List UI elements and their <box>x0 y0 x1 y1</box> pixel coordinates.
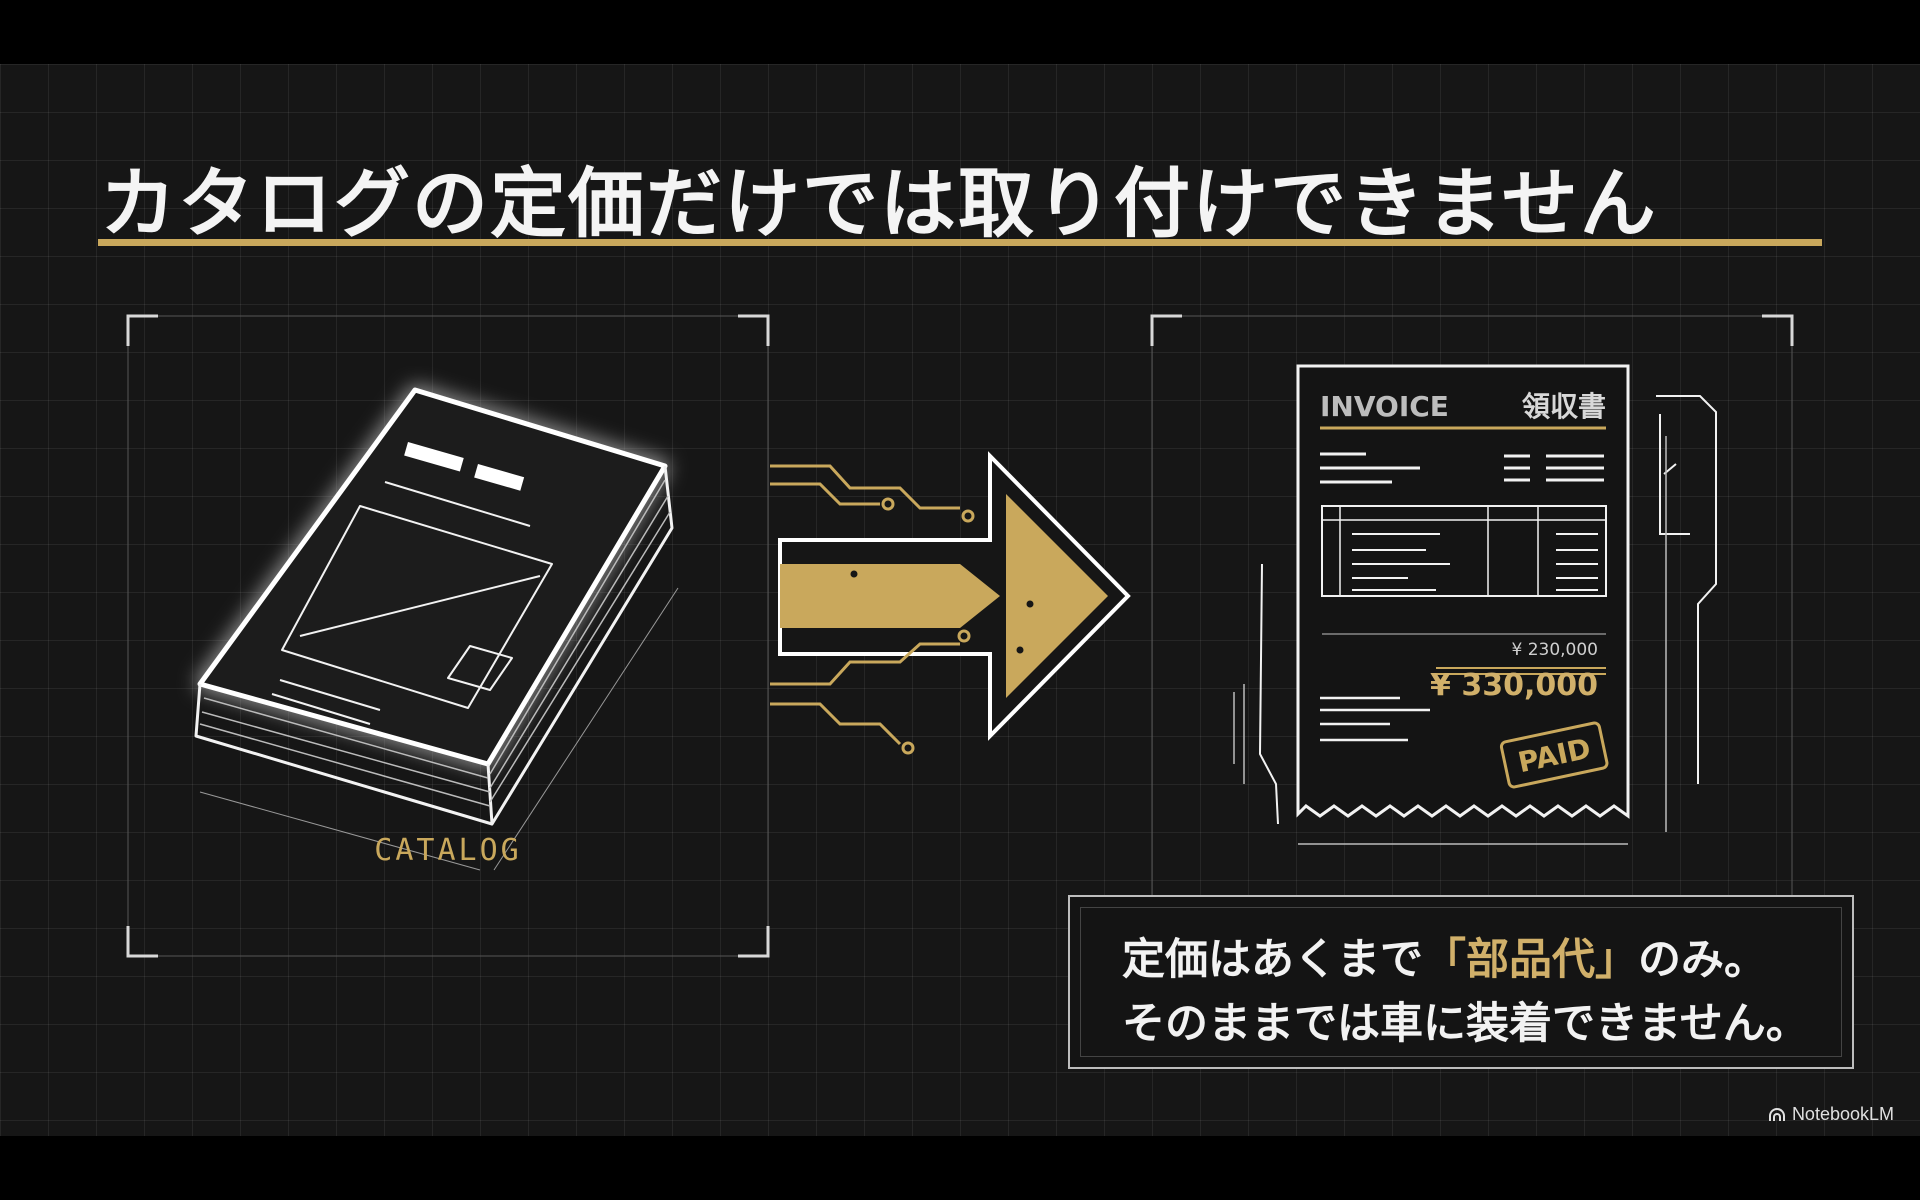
caption-inner-border <box>1080 907 1842 1057</box>
arrow-icon <box>770 451 1131 755</box>
catalog-book-icon <box>194 387 679 871</box>
invoice-total: ¥ 330,000 <box>1430 668 1598 703</box>
invoice-document-icon <box>1233 364 1717 845</box>
caption-highlight: 「部品代」 <box>1423 935 1638 985</box>
catalog-label: CATALOG <box>374 833 521 868</box>
caption-line-1-pre: 定価はあくまで <box>1122 935 1423 985</box>
invoice-heading-jp: 領収書 <box>1522 390 1606 423</box>
caption-line-1: 定価はあくまで「部品代」のみ。 <box>1122 925 1842 987</box>
caption-box: 定価はあくまで「部品代」のみ。 そのままでは車に装着できません。 <box>1068 895 1854 1069</box>
slide: カタログの定価だけでは取り付けできません <box>0 64 1920 1136</box>
brand-name: NotebookLM <box>1791 1104 1894 1124</box>
slide-title: カタログの定価だけでは取り付けできません <box>100 159 1658 248</box>
notebooklm-logo-icon <box>1768 1107 1785 1121</box>
invoice-subtotal: ¥ 230,000 <box>1511 640 1598 660</box>
caption-line-2: そのままでは車に装着できません。 <box>1122 999 1809 1049</box>
brand-watermark: NotebookLM <box>1768 1104 1894 1125</box>
catalog-frame <box>126 314 770 958</box>
invoice-heading: INVOICE <box>1320 390 1449 423</box>
caption-line-1-post: のみ。 <box>1638 935 1767 985</box>
illustration: CATALOG <box>126 314 1794 958</box>
title-underline <box>98 239 1822 246</box>
